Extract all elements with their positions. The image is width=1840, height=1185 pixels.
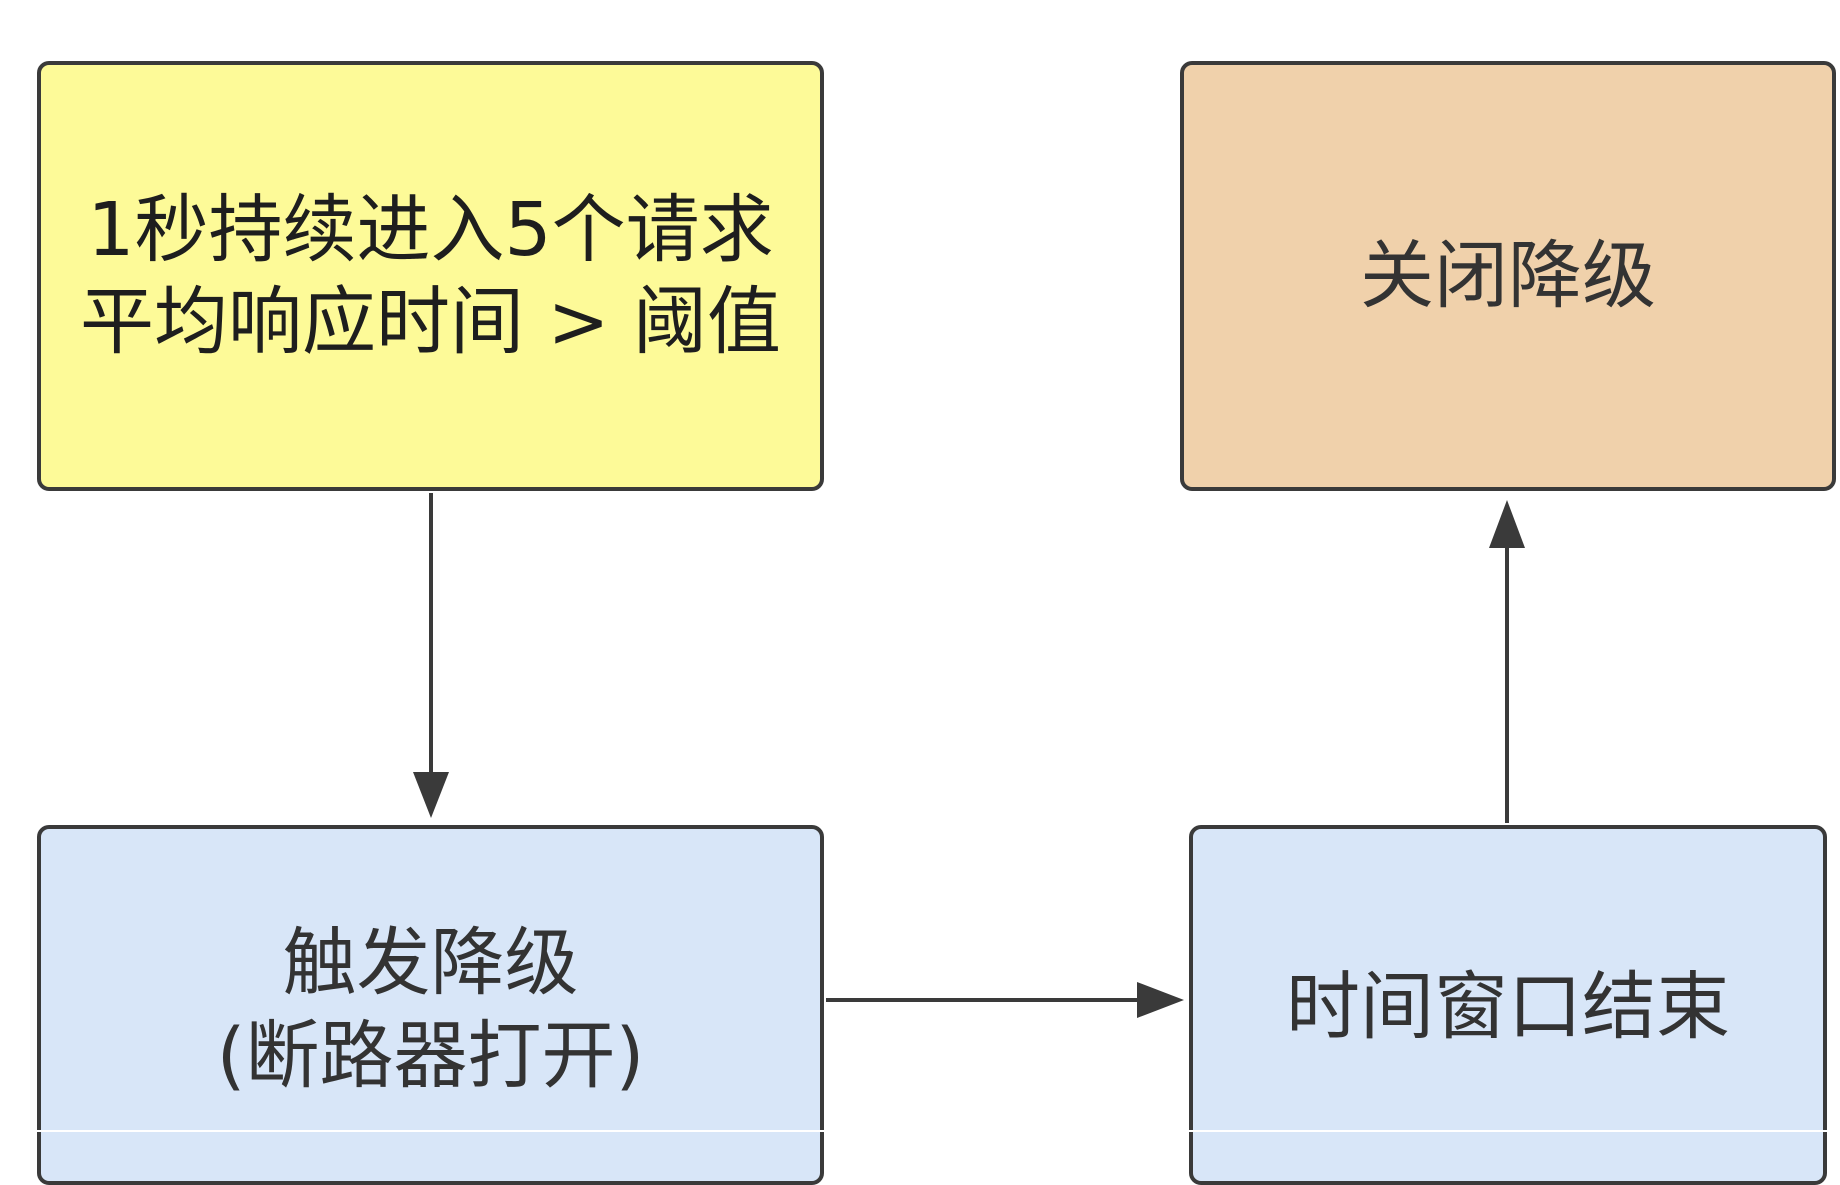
node-condition: 1秒持续进入5个请求 平均响应时间 > 阈值 (37, 61, 824, 491)
node-window-end-label: 时间窗口结束 (1286, 964, 1730, 1050)
node-close-degrade-label: 关闭降级 (1360, 232, 1656, 319)
arrowhead-up-icon (1489, 500, 1525, 548)
bottom-edge (0, 1130, 1840, 1132)
node-condition-line-1: 1秒持续进入5个请求 (87, 186, 774, 273)
diagram-canvas: 1秒持续进入5个请求 平均响应时间 > 阈值 关闭降级 触发降级 (断路器打开)… (0, 61, 1840, 1185)
node-condition-line-2: 平均响应时间 > 阈值 (79, 279, 782, 365)
node-close-degrade: 关闭降级 (1180, 61, 1836, 491)
arrowhead-down-icon (413, 772, 449, 818)
arrowhead-right-icon (1137, 982, 1184, 1018)
node-trigger-degrade-line-2: (断路器打开) (216, 1012, 645, 1099)
node-window-end: 时间窗口结束 (1189, 825, 1827, 1185)
node-trigger-degrade-line-1: 触发降级 (282, 920, 579, 1006)
node-trigger-degrade: 触发降级 (断路器打开) (37, 825, 824, 1185)
